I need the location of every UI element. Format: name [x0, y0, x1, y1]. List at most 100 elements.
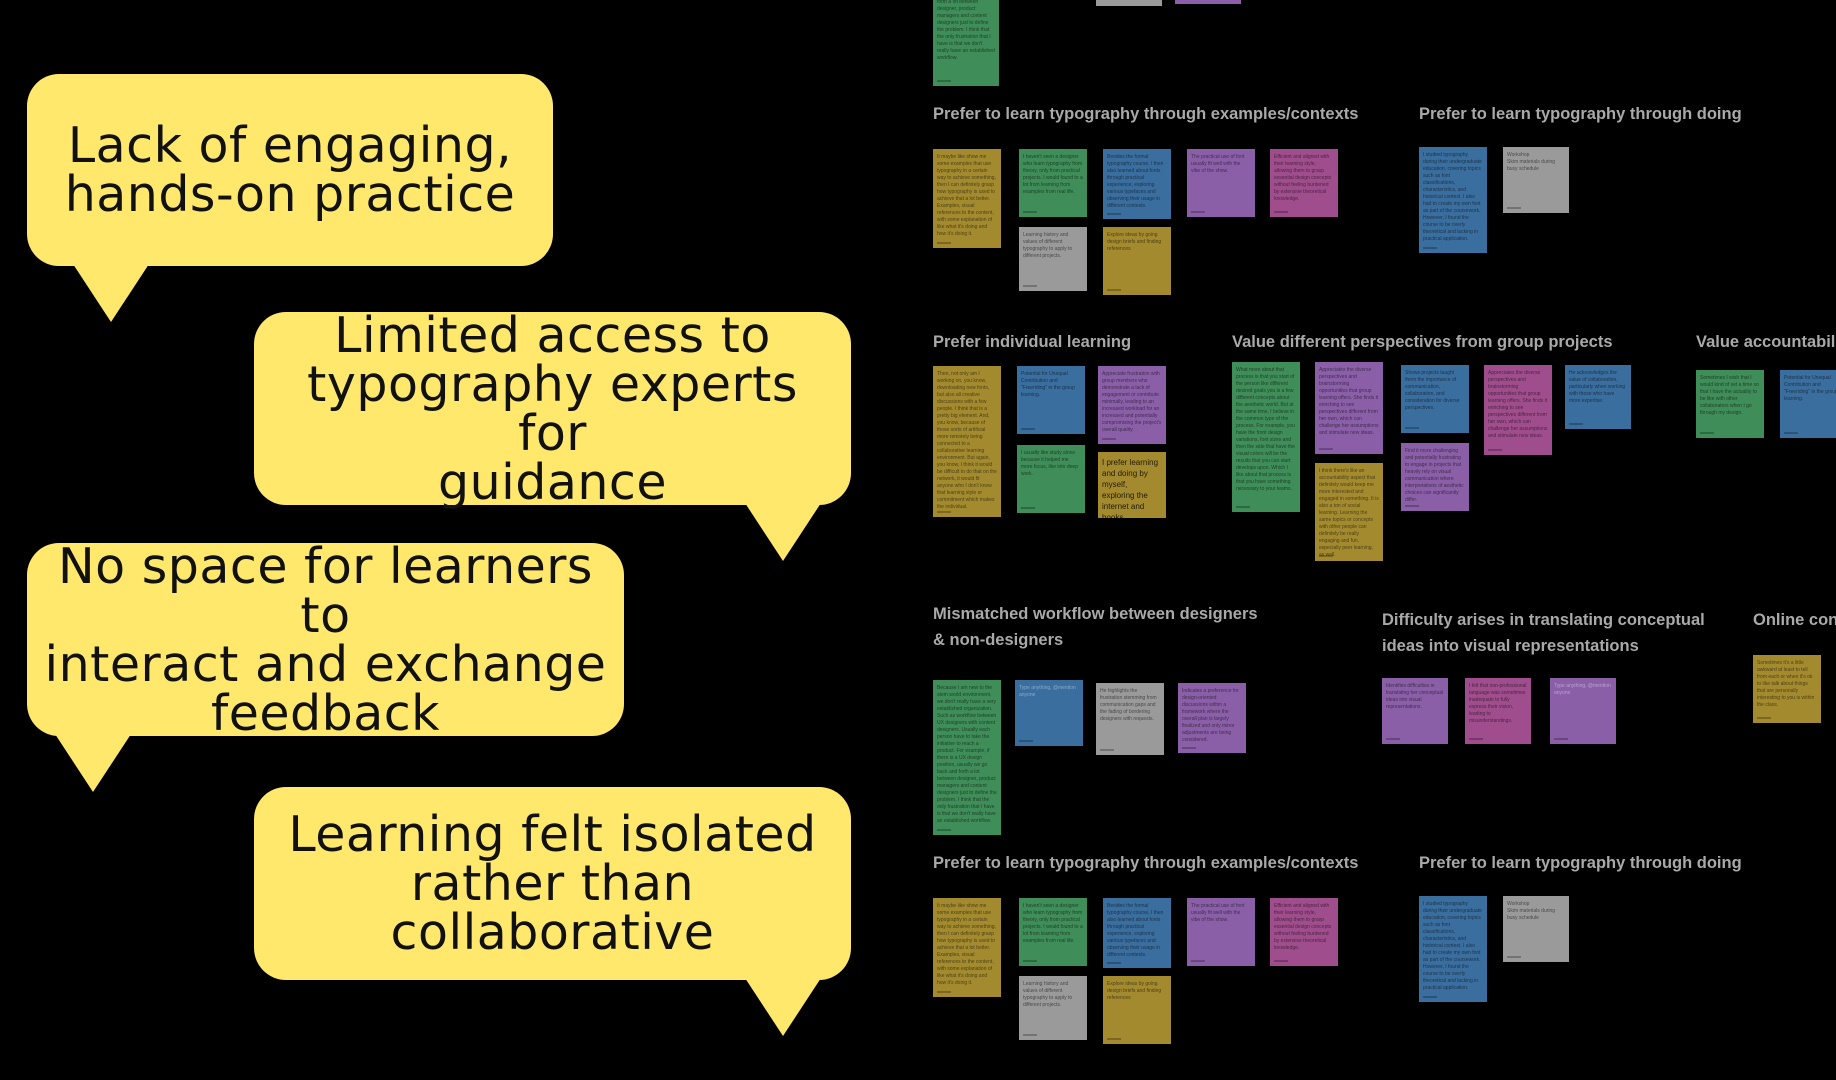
cluster-title: Prefer to learn typography through doing [1419, 854, 1742, 872]
sticky-note[interactable]: Besides the formal typography course, I … [1103, 149, 1171, 219]
sticky-note-author [1405, 505, 1419, 507]
sticky-note[interactable]: It maybe like show me some examples that… [933, 149, 1001, 248]
sticky-note-author [1569, 423, 1583, 425]
sticky-note-text: What more about that process is that you… [1236, 367, 1295, 492]
sticky-note-text: The practical use of font usually fit we… [1191, 903, 1245, 923]
sticky-note-text: Explore ideas by going design briefs and… [1107, 981, 1162, 1001]
sticky-note[interactable]: Indicates a preference for design-orient… [1178, 683, 1246, 753]
sticky-note-text: Potential for Unequal Contribution and "… [1021, 371, 1075, 398]
sticky-note[interactable]: The practical use of font usually fit we… [1187, 149, 1255, 217]
sticky-note-text: I haven't seen a designer who learn typo… [1023, 903, 1083, 944]
sticky-note[interactable]: Potential for Unequal Contribution and "… [1780, 370, 1836, 438]
sticky-note-text: Appreciates the diverse perspectives and… [1319, 367, 1379, 436]
sticky-note[interactable]: Appreciate frustration with group member… [1098, 366, 1166, 444]
sticky-note-text: Learning history and values of different… [1023, 232, 1073, 259]
affinity-board[interactable]: UX design position, usually we go back a… [850, 0, 1836, 1080]
bubble-tail [73, 264, 149, 322]
sticky-note[interactable]: Besides the formal typography course, I … [1103, 898, 1171, 968]
sticky-note[interactable]: Explore ideas by going design briefs and… [1103, 976, 1171, 1044]
cluster-title: Difficulty arises in translating concept… [1382, 611, 1705, 655]
sticky-note[interactable]: Learning history and values of different… [1019, 976, 1087, 1040]
sticky-note[interactable]: I usually like study alone because it he… [1017, 445, 1085, 513]
sticky-note-author [1488, 449, 1502, 451]
sticky-note-author [1100, 749, 1114, 751]
sticky-note[interactable]: It maybe like show me some examples that… [933, 898, 1001, 997]
sticky-note[interactable]: Appreciates the diverse perspectives and… [1315, 362, 1383, 454]
sticky-note-author [1274, 960, 1288, 962]
sticky-note-text: I think there's like an accountability a… [1319, 468, 1379, 558]
sticky-note[interactable]: Sometimes it's a little awkward at least… [1753, 655, 1821, 723]
sticky-note-author [1102, 438, 1116, 440]
sticky-note-author [1274, 211, 1288, 213]
sticky-note-author [1386, 738, 1400, 740]
bubble-tail [55, 734, 131, 792]
sticky-note[interactable]: Efficient and aligned with their learnin… [1270, 149, 1338, 217]
bubble-tail [745, 978, 821, 1036]
sticky-note[interactable]: Type anything, @mention anyone [1550, 678, 1616, 744]
sticky-note[interactable] [1175, 0, 1241, 4]
sticky-note[interactable]: Shows projects taught them the importanc… [1401, 365, 1469, 433]
sticky-note[interactable]: I studied typography during their underg… [1419, 147, 1487, 253]
bubble-tail [745, 503, 821, 561]
sticky-note[interactable]: Then, not only am I working on, you know… [933, 366, 1001, 517]
speech-bubble-feedback: No space for learners to interact and ex… [27, 542, 624, 792]
sticky-note-text: Potential for Unequal Contribution and "… [1784, 375, 1836, 402]
sticky-note[interactable]: Explore ideas by going design briefs and… [1103, 227, 1171, 295]
sticky-note-text: Appreciates the diverse perspectives and… [1488, 370, 1548, 439]
cluster-title: Online con [1753, 611, 1836, 629]
sticky-note-text: I usually like study alone because it he… [1021, 450, 1078, 477]
sticky-note[interactable]: Efficient and aligned with their learnin… [1270, 898, 1338, 966]
sticky-note-text: Sometimes I wish that I would kind of se… [1700, 375, 1759, 416]
sticky-note[interactable]: Type anything, @mention anyone [1015, 680, 1083, 746]
sticky-note[interactable] [1096, 0, 1162, 6]
sticky-note[interactable]: He highlights the frustration stemming f… [1096, 683, 1164, 755]
sticky-note-text: Appreciate frustration with group member… [1102, 371, 1162, 433]
sticky-note[interactable]: I felt that non-professional language wa… [1465, 678, 1531, 744]
sticky-note[interactable]: I think there's like an accountability a… [1315, 463, 1383, 561]
sticky-note[interactable]: Appreciates the diverse perspectives and… [1484, 365, 1552, 455]
sticky-note-text: He acknowledges the value of collaborati… [1569, 370, 1626, 404]
sticky-note-author [1423, 996, 1437, 998]
sticky-note-text: Learning history and values of different… [1023, 981, 1073, 1008]
sticky-note[interactable]: Learning history and values of different… [1019, 227, 1087, 291]
sticky-note-text: The practical use of font usually fit we… [1191, 154, 1245, 174]
sticky-note[interactable]: I haven't seen a designer who learn typo… [1019, 898, 1087, 966]
sticky-note[interactable]: Potential for Unequal Contribution and "… [1017, 366, 1085, 434]
sticky-note-author [1507, 207, 1521, 209]
sticky-note-text: Indicates a preference for design-orient… [1182, 688, 1239, 743]
sticky-note[interactable]: UX design position, usually we go back a… [933, 0, 999, 86]
cluster-title: Prefer to learn typography through examp… [933, 854, 1359, 872]
sticky-note[interactable]: What more about that process is that you… [1232, 362, 1300, 512]
sticky-note-text: I haven't seen a designer who learn typo… [1023, 154, 1083, 195]
sticky-note[interactable]: I studied typography during their underg… [1419, 896, 1487, 1002]
cluster-title: Mismatched workflow between designers & … [933, 605, 1258, 649]
sticky-note-author [1191, 211, 1205, 213]
sticky-note-text: It maybe like show me some examples that… [937, 154, 996, 237]
bubble-text: Lack of engaging, hands-on practice [64, 117, 516, 223]
sticky-note-text: Efficient and aligned with their learnin… [1274, 154, 1332, 202]
sticky-note[interactable]: Identifies difficulties in translating h… [1382, 678, 1448, 744]
sticky-note-author [1023, 1034, 1037, 1036]
sticky-note-text: Besides the formal typography course, I … [1107, 154, 1164, 209]
bubble-text: Limited access to typography experts for… [307, 306, 798, 511]
sticky-note-author [1021, 507, 1035, 509]
sticky-note-text: Workshop Skim materials during busy sche… [1507, 152, 1556, 172]
sticky-note-author [1423, 247, 1437, 249]
sticky-note[interactable]: Workshop Skim materials during busy sche… [1503, 896, 1569, 962]
sticky-note-author [1319, 448, 1333, 450]
sticky-note[interactable]: Find it more challenging and potentially… [1401, 443, 1469, 511]
sticky-note-author [1107, 213, 1121, 215]
sticky-note[interactable]: He acknowledges the value of collaborati… [1565, 365, 1631, 429]
sticky-note[interactable]: Workshop Skim materials during busy sche… [1503, 147, 1569, 213]
sticky-note-author [1191, 960, 1205, 962]
sticky-note-text: I felt that non-professional language wa… [1469, 683, 1527, 724]
sticky-note[interactable]: The practical use of font usually fit we… [1187, 898, 1255, 966]
sticky-note-author [1507, 956, 1521, 958]
sticky-note-text: He highlights the frustration stemming f… [1100, 688, 1157, 722]
sticky-note[interactable]: Because I am new to the stem world envir… [933, 680, 1001, 835]
cluster-title: Prefer individual learning [933, 333, 1132, 351]
sticky-note[interactable]: I prefer learning and doing by myself, e… [1098, 452, 1166, 518]
sticky-note[interactable]: I haven't seen a designer who learn typo… [1019, 149, 1087, 217]
sticky-note-text: I studied typography during their underg… [1423, 901, 1482, 991]
sticky-note[interactable]: Sometimes I wish that I would kind of se… [1696, 370, 1764, 438]
